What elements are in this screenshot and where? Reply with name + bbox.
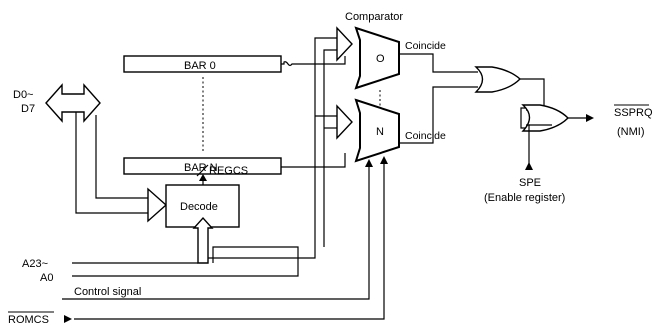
regcs-label: REGCS xyxy=(209,165,248,177)
comp-n-input-arrow xyxy=(336,104,353,140)
spe-arrowhead xyxy=(525,162,533,170)
control-signal-arrowhead xyxy=(365,159,373,167)
coincide-bottom-label: Coincide xyxy=(405,130,446,142)
comparator-n-label: N xyxy=(376,126,384,138)
barn-register xyxy=(123,157,282,175)
comparator-title: Comparator xyxy=(345,11,403,23)
comp-o-input-arrow xyxy=(336,26,353,62)
control-signal-label: Control signal xyxy=(74,286,141,298)
enable-register-label: (Enable register) xyxy=(484,192,565,204)
address-bus-inner xyxy=(72,246,299,277)
or-gate-2 xyxy=(521,104,569,132)
a0-label: A0 xyxy=(40,272,53,284)
d0-label: D0~ xyxy=(13,89,34,101)
coincide-n-line xyxy=(399,86,478,144)
comparator-n xyxy=(354,98,400,163)
or-gate-1 xyxy=(474,66,522,93)
comparator-o-label: O xyxy=(376,53,385,65)
coincide-o-line xyxy=(399,53,478,73)
bar0-output-line xyxy=(281,56,346,67)
barn-output-line xyxy=(281,153,346,168)
ssprq-label: SSPRQ xyxy=(614,107,653,119)
romcs-arrowhead xyxy=(380,156,388,164)
bar0-label: BAR 0 xyxy=(184,60,216,72)
a23-label: A23~ xyxy=(22,258,48,270)
data-bus-arrow xyxy=(45,83,101,123)
nmi-label: (NMI) xyxy=(617,126,645,138)
barn-label: BAR N xyxy=(184,162,218,174)
address-to-comparator-o xyxy=(208,37,337,259)
regcs-arrowhead xyxy=(199,174,207,181)
address-to-comparator-n xyxy=(323,49,337,247)
spe-label: SPE xyxy=(519,177,541,189)
ssprq-arrowhead xyxy=(586,114,594,122)
romcs-label: ROMCS xyxy=(8,314,49,326)
data-bus-line-inner xyxy=(95,115,148,199)
romcs-line xyxy=(74,163,385,320)
romcs-input-arrowhead xyxy=(64,315,72,323)
address-bus-arrow xyxy=(192,216,214,264)
comparator-o xyxy=(354,26,400,90)
coincide-top-label: Coincide xyxy=(405,40,446,52)
d7-label: D7 xyxy=(21,103,35,115)
decode-label: Decode xyxy=(180,201,218,213)
control-signal-line xyxy=(62,165,370,300)
regcs-bus-slash xyxy=(196,164,209,177)
data-bus-line-outer xyxy=(75,112,148,214)
decode-input-arrow xyxy=(147,187,168,223)
